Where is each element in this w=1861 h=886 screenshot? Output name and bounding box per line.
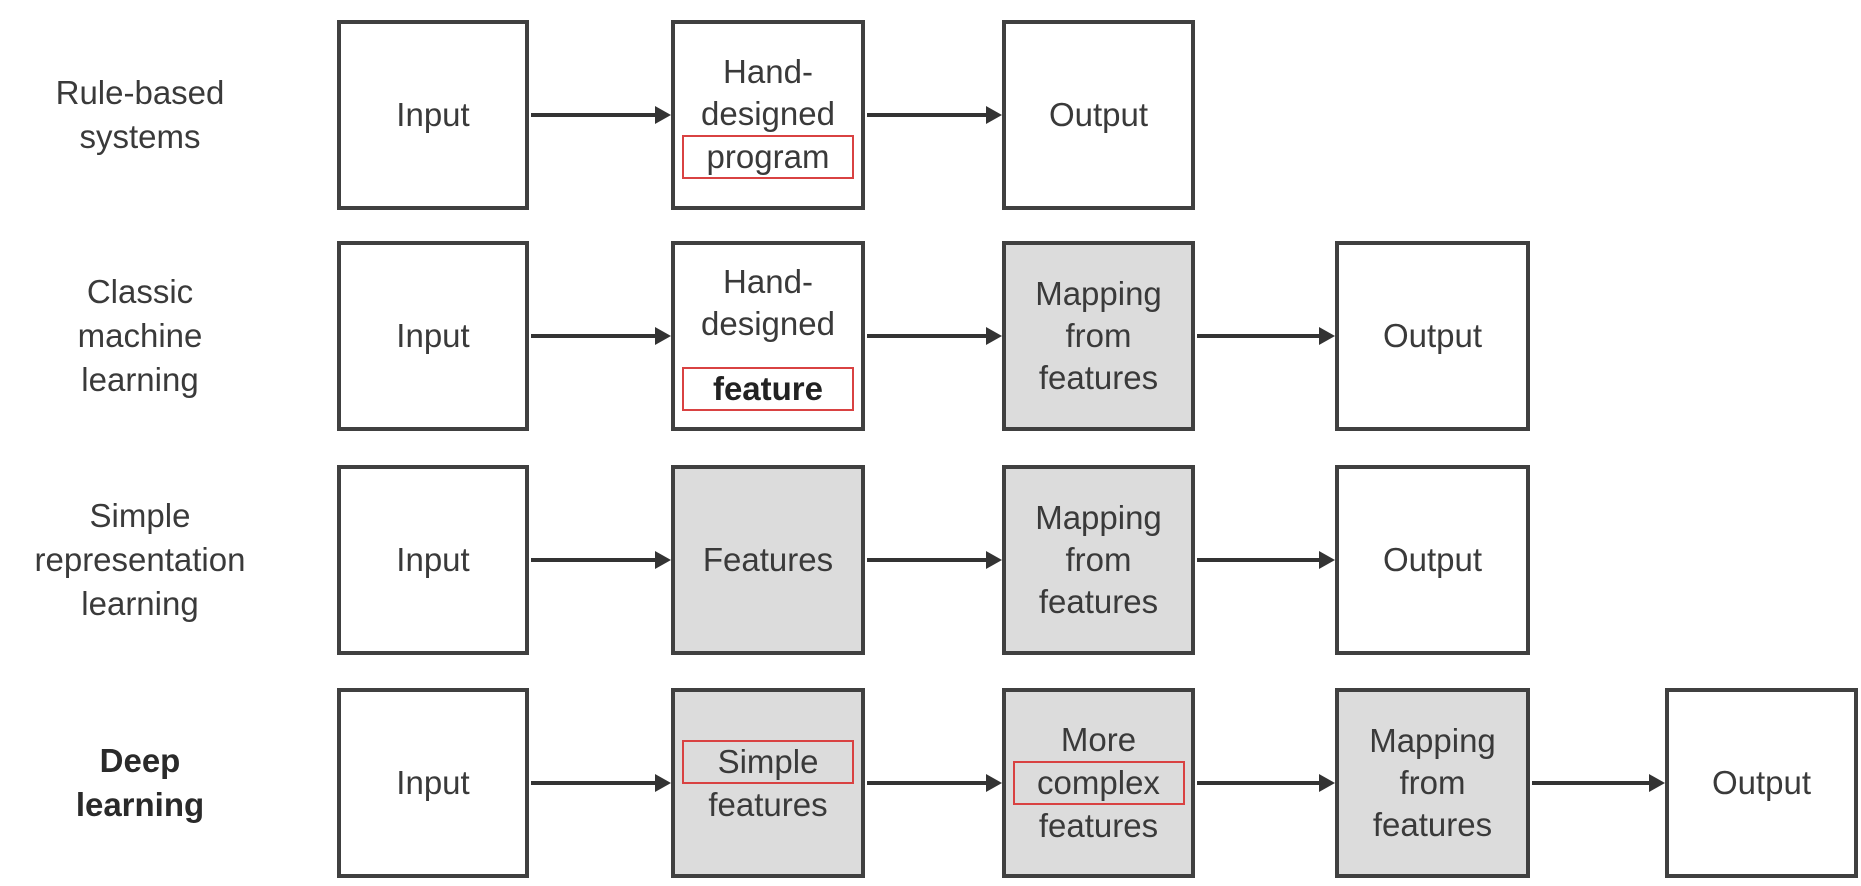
box-text: Input [396, 541, 470, 578]
row-label-classic-machine-learning: Classic machine learning [77, 273, 203, 398]
box-text: Output [1711, 764, 1812, 801]
box-text: from [1065, 541, 1132, 578]
box-hand-designed-program: Hand- designed program [671, 20, 865, 210]
row-label-deep-learning: Deep learning [75, 742, 205, 823]
box-text: designed [701, 305, 835, 342]
highlight-rect-simple: Simple [682, 740, 854, 784]
box-text: from [1399, 764, 1466, 801]
box-input-row2: Input [337, 241, 529, 431]
box-output-row3: Output [1335, 465, 1530, 655]
box-text: Features [702, 541, 834, 578]
box-text: Mapping [1035, 275, 1162, 312]
flow-arrow [1532, 774, 1665, 792]
box-text: Hand- [723, 263, 813, 300]
box-input-row4: Input [337, 688, 529, 878]
box-text: Output [1382, 317, 1483, 354]
box-input-row1: Input [337, 20, 529, 210]
flow-arrow [867, 106, 1002, 124]
box-text: Input [396, 764, 470, 801]
box-mapping-from-features-row2: Mapping from features [1002, 241, 1195, 431]
box-input-row3: Input [337, 465, 529, 655]
box-features: Features [671, 465, 865, 655]
flow-arrow [1197, 774, 1335, 792]
flow-arrow [867, 327, 1002, 345]
box-text: Input [396, 317, 470, 354]
box-more-complex-features: More complex features [1002, 688, 1195, 878]
flow-arrow [867, 551, 1002, 569]
box-text: designed [701, 95, 835, 132]
flow-arrow [1197, 327, 1335, 345]
flow-arrow [867, 774, 1002, 792]
box-output-row2: Output [1335, 241, 1530, 431]
flow-arrow [531, 327, 671, 345]
box-text: More [1060, 721, 1137, 758]
flow-arrow [1197, 551, 1335, 569]
box-text: Mapping [1035, 499, 1162, 536]
highlight-rect-feature: feature [682, 367, 854, 411]
box-text: features [1372, 806, 1493, 843]
box-text: features [1038, 807, 1159, 844]
row-label-simple-representation-learning: Simple representation learning [34, 497, 246, 622]
box-text: Input [396, 96, 470, 133]
box-output-row4: Output [1665, 688, 1858, 878]
box-simple-features: Simple features [671, 688, 865, 878]
flow-arrow [531, 106, 671, 124]
box-text: Mapping [1369, 722, 1496, 759]
box-mapping-from-features-row3: Mapping from features [1002, 465, 1195, 655]
box-mapping-from-features-row4: Mapping from features [1335, 688, 1530, 878]
box-text: from [1065, 317, 1132, 354]
box-text: features [1038, 359, 1159, 396]
box-text: Output [1048, 96, 1149, 133]
highlight-rect-program: program [682, 135, 854, 179]
box-text: features [708, 786, 828, 823]
box-text: Hand- [723, 53, 813, 90]
box-text: Output [1382, 541, 1483, 578]
flow-arrow [531, 774, 671, 792]
box-output-row1: Output [1002, 20, 1195, 210]
flow-arrow [531, 551, 671, 569]
row-label-rule-based-systems: Rule-based systems [55, 74, 225, 155]
box-text: features [1038, 583, 1159, 620]
highlight-rect-complex: complex [1012, 761, 1185, 805]
box-hand-designed-feature: Hand- designed feature [671, 241, 865, 431]
